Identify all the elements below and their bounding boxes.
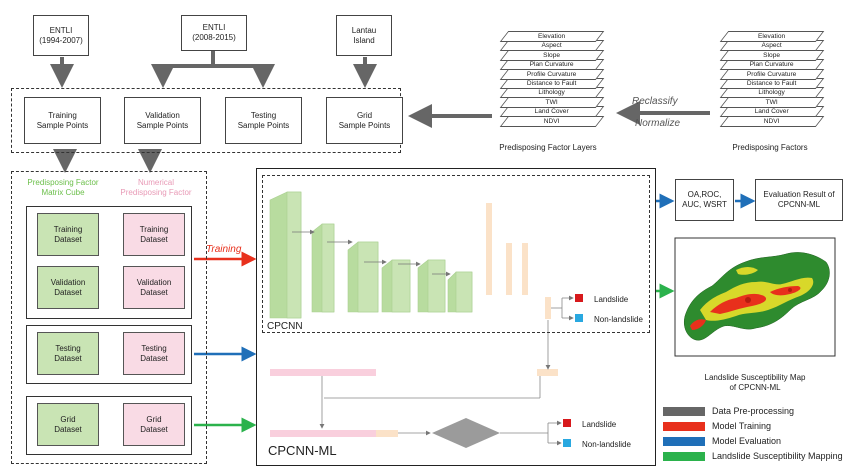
factor-layer-layer-label: Distance to Fault (526, 80, 577, 87)
factor-layer-layer-label: Elevation (538, 33, 566, 40)
legend: Data Pre-processing Model Training Model… (660, 406, 860, 467)
ml-feature-bars (270, 369, 376, 437)
legend-swatch-mapping (663, 452, 705, 461)
factor-layer-layer-label: TWI (545, 98, 558, 106)
non-landslide-label-2: Non-landslide (582, 440, 631, 449)
legend-label-mapping: Landslide Susceptibility Mapping (712, 451, 843, 461)
legend-label-preprocessing: Data Pre-processing (712, 406, 795, 416)
factor-layer-layer: TWI (499, 96, 605, 108)
cnn-inner-arrows (292, 229, 451, 277)
landslide-marker-2 (563, 419, 571, 427)
landslide-label-1: Landslide (594, 295, 629, 304)
landslide-label-2: Landslide (582, 420, 617, 429)
validation-dataset-numerical: Validation Dataset (123, 266, 185, 309)
training-sample-points: Training Sample Points (24, 97, 101, 144)
factor-layer-layer-label: NDVI (543, 117, 560, 125)
factor-layer-layer-label: Profile Curvature (526, 70, 577, 78)
legend-label-training: Model Training (712, 421, 772, 431)
cnn-dense-layers (376, 203, 558, 437)
cpcnn-frame (262, 175, 650, 333)
legend-label-evaluation: Model Evaluation (712, 436, 782, 446)
normalize-label: Normalize (635, 118, 681, 129)
testing-frame (26, 325, 192, 384)
factor-layer-layer: NDVI (499, 115, 605, 127)
predisposing-factor-layer: Profile Curvature (719, 68, 825, 80)
layers-caption: Predisposing Factor Layers (499, 143, 597, 152)
predisposing-factor-layer-label: Elevation (758, 33, 786, 40)
predisposing-factor-layer: Aspect (719, 40, 825, 52)
grid-dataset-cube: Grid Dataset (37, 403, 99, 446)
evaluation-metrics: OA,ROC, AUC, WSRT (675, 179, 734, 221)
training-validation-frame (26, 206, 192, 319)
ml-lines (319, 376, 562, 446)
factor-layer-layer-label: Lithology (538, 89, 565, 97)
cpcnn-ml-title: CPCNN-ML (268, 443, 337, 458)
factor-layer-layer-label: Aspect (541, 42, 562, 50)
matrix-cube-label: Predisposing Factor Matrix Cube (27, 178, 99, 197)
training-arrow-label: Training (206, 244, 242, 255)
legend-swatch-preprocessing (663, 407, 705, 416)
factor-layer-layer-label: Land Cover (534, 108, 569, 116)
reclassify-label: Reclassify (632, 96, 678, 107)
predisposing-factor-layer-label: Profile Curvature (746, 70, 797, 78)
predisposing-factor-layer-label: Land Cover (754, 108, 789, 116)
predisposing-factor-layer: TWI (719, 96, 825, 108)
training-dataset-numerical: Training Dataset (123, 213, 185, 256)
landslide-marker-1 (575, 294, 583, 302)
factor-layer-layer: Aspect (499, 40, 605, 52)
factor-layer-layer-label: Slope (543, 51, 561, 59)
factor-layer-layer: Profile Curvature (499, 68, 605, 80)
evaluation-result: Evaluation Result of CPCNN-ML (755, 179, 843, 221)
testing-sample-points: Testing Sample Points (225, 97, 302, 144)
predisposing-factor-layer-label: NDVI (763, 117, 780, 125)
legend-swatch-evaluation (663, 437, 705, 446)
grid-dataset-numerical: Grid Dataset (123, 403, 185, 446)
grid-frame (26, 396, 192, 455)
source-entli-1994: ENTLI (1994-2007) (33, 15, 89, 56)
predisposing-factor-layer: Lithology (719, 87, 825, 99)
factor-layer-layer: Slope (499, 49, 605, 61)
numerical-factor-label: Numerical Predisposing Factor (120, 178, 192, 197)
cpcnn-ml-frame (256, 168, 656, 466)
non-landslide-marker-1 (575, 314, 583, 322)
validation-dataset-cube: Validation Dataset (37, 266, 99, 309)
factor-layer-layer: Elevation (499, 31, 605, 42)
predisposing-factor-layer: NDVI (719, 115, 825, 127)
factor-layer-layer-label: Plan Curvature (529, 61, 574, 69)
susceptibility-map (674, 237, 836, 357)
validation-sample-points: Validation Sample Points (124, 97, 201, 144)
predisposing-factor-layer: Slope (719, 49, 825, 61)
predisposing-factor-layer-label: TWI (765, 98, 778, 106)
grid-sample-points: Grid Sample Points (326, 97, 403, 144)
predisposing-factor-layer: Elevation (719, 31, 825, 42)
factors-caption: Predisposing Factors (732, 143, 808, 152)
cnn-output-lines (545, 295, 574, 370)
legend-swatch-training (663, 422, 705, 431)
cpcnn-title: CPCNN (267, 321, 303, 332)
ml-classifier-diamond (432, 418, 500, 448)
predisposing-factor-layer-label: Slope (763, 51, 781, 59)
predisposing-factor-layer-label: Aspect (761, 42, 782, 50)
testing-dataset-numerical: Testing Dataset (123, 332, 185, 375)
source-entli-2008: ENTLI (2008-2015) (181, 15, 247, 51)
predisposing-factor-layer-label: Plan Curvature (749, 61, 794, 69)
predisposing-factor-layer-label: Lithology (758, 89, 785, 97)
non-landslide-marker-2 (563, 439, 571, 447)
cnn-conv-blocks (269, 191, 473, 319)
source-lantau-island: Lantau Island (336, 15, 392, 56)
training-dataset-cube: Training Dataset (37, 213, 99, 256)
factor-layer-layer: Lithology (499, 87, 605, 99)
non-landslide-label-1: Non-landslide (594, 315, 643, 324)
testing-dataset-cube: Testing Dataset (37, 332, 99, 375)
dataset-group (11, 171, 207, 464)
predisposing-factor-layer-label: Distance to Fault (746, 80, 797, 87)
map-caption: Landslide Susceptibility Map of CPCNN-ML (704, 373, 806, 392)
